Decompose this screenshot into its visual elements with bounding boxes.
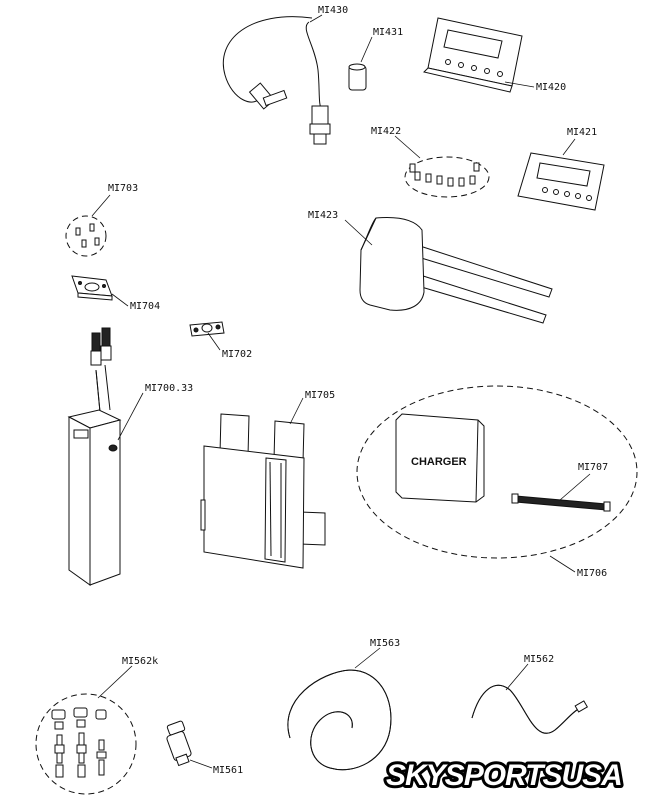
part-mi430-cable bbox=[222, 14, 331, 145]
charger-label: CHARGER bbox=[411, 456, 467, 468]
label-mi707: MI707 bbox=[578, 462, 608, 473]
part-mi423-flag bbox=[344, 217, 553, 324]
part-mi703-screws bbox=[65, 194, 111, 257]
part-mi706-charger-kit: CHARGER bbox=[356, 385, 638, 573]
label-mi563: MI563 bbox=[370, 638, 400, 649]
label-mi562k: MI562k bbox=[122, 656, 158, 667]
label-mi705: MI705 bbox=[305, 390, 335, 401]
label-mi702: MI702 bbox=[222, 349, 252, 360]
label-mi703: MI703 bbox=[108, 183, 138, 194]
label-mi700-33: MI700.33 bbox=[145, 383, 193, 394]
logo-text-fill: SKYSPORTSUSA bbox=[386, 759, 622, 792]
part-mi431 bbox=[348, 36, 373, 91]
label-mi430: MI430 bbox=[318, 5, 348, 16]
label-mi561: MI561 bbox=[213, 765, 243, 776]
label-mi420: MI420 bbox=[536, 82, 566, 93]
part-mi421-overlay bbox=[517, 138, 605, 211]
label-mi704: MI704 bbox=[130, 301, 160, 312]
label-mi423: MI423 bbox=[308, 210, 338, 221]
label-mi422: MI422 bbox=[371, 126, 401, 137]
logo-text: SKYSPORTSUSA bbox=[386, 759, 622, 792]
part-mi422-screws bbox=[394, 135, 490, 198]
part-mi700-33-battery bbox=[67, 327, 144, 586]
part-mi702-clip bbox=[189, 321, 225, 351]
part-mi562k-kit bbox=[35, 665, 137, 795]
label-mi431: MI431 bbox=[373, 27, 403, 38]
label-mi562: MI562 bbox=[524, 654, 554, 665]
part-mi420-display bbox=[423, 17, 535, 93]
part-mi561-valve bbox=[166, 720, 213, 769]
skysportsusa-logo: SKYSPORTSUSA SKYSPORTSUSA bbox=[383, 756, 626, 795]
part-mi562-tube bbox=[471, 663, 589, 734]
part-mi563-hose bbox=[287, 647, 392, 771]
part-mi704-plate bbox=[71, 275, 129, 307]
label-mi421: MI421 bbox=[567, 127, 597, 138]
part-mi705-bag bbox=[200, 397, 326, 569]
label-mi706: MI706 bbox=[577, 568, 607, 579]
